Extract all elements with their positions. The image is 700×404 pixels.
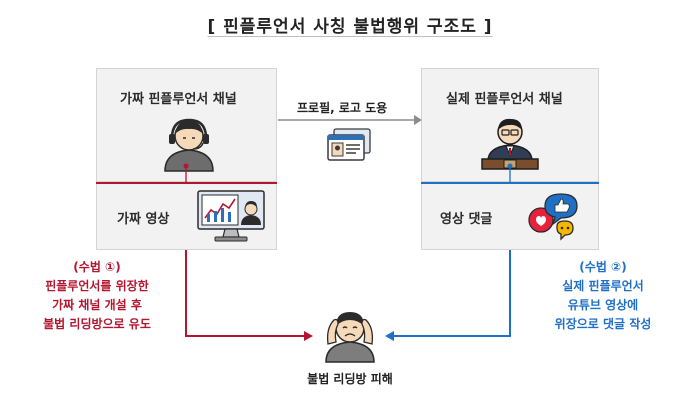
method2-arrow <box>392 250 511 337</box>
method2-line: (수법 ②) <box>579 260 627 274</box>
method1-text: (수법 ①) 핀플루언서를 위장한 가짜 채널 개설 후 불법 리딩방으로 유도 <box>22 258 172 334</box>
comment-top-line <box>421 182 599 184</box>
victim-label: 불법 리딩방 피해 <box>307 372 393 386</box>
suit-person-icon <box>481 118 539 170</box>
method2-line: 실제 핀플루언서 <box>562 279 644 293</box>
method1-line: 불법 리딩방으로 유도 <box>43 317 151 331</box>
method1-arrowhead <box>304 331 313 341</box>
method2-arrowhead <box>385 331 394 341</box>
video-comment-label: 영상 댓글 <box>440 212 493 227</box>
id-card-icon <box>327 128 371 161</box>
relation-label: 프로필, 로고 도용 <box>297 101 388 115</box>
relation-arrow <box>278 115 422 125</box>
method2-line: 유튜브 영상에 <box>567 298 639 312</box>
method1-line: 가짜 채널 개설 후 <box>52 298 142 312</box>
real-channel-box: 실제 핀플루언서 채널 <box>421 68 599 182</box>
method1-line: 핀플루언서를 위장한 <box>45 279 149 293</box>
fake-video-top-line <box>96 182 277 184</box>
method2-text: (수법 ②) 실제 핀플루언서 유튜브 영상에 위장으로 댓글 작성 <box>528 258 678 334</box>
headset-person-icon <box>164 118 214 172</box>
method1-arrow <box>185 250 306 337</box>
comment-bubbles-icon <box>528 193 578 241</box>
method2-line: 위장으로 댓글 작성 <box>554 317 652 331</box>
fake-video-box: 가짜 영상 <box>96 184 277 250</box>
fake-video-label: 가짜 영상 <box>117 212 170 227</box>
stressed-person-icon <box>325 312 375 363</box>
page-title: [ 핀플루언서 사칭 불법행위 구조도 ] <box>207 17 493 37</box>
video-comment-box: 영상 댓글 <box>421 184 599 250</box>
fake-channel-box: 가짜 핀플루언서 채널 <box>96 68 277 182</box>
method1-line: (수법 ①) <box>73 260 121 274</box>
monitor-chart-icon <box>197 190 265 242</box>
fake-channel-label: 가짜 핀플루언서 채널 <box>120 92 237 107</box>
real-channel-label: 실제 핀플루언서 채널 <box>446 92 563 107</box>
